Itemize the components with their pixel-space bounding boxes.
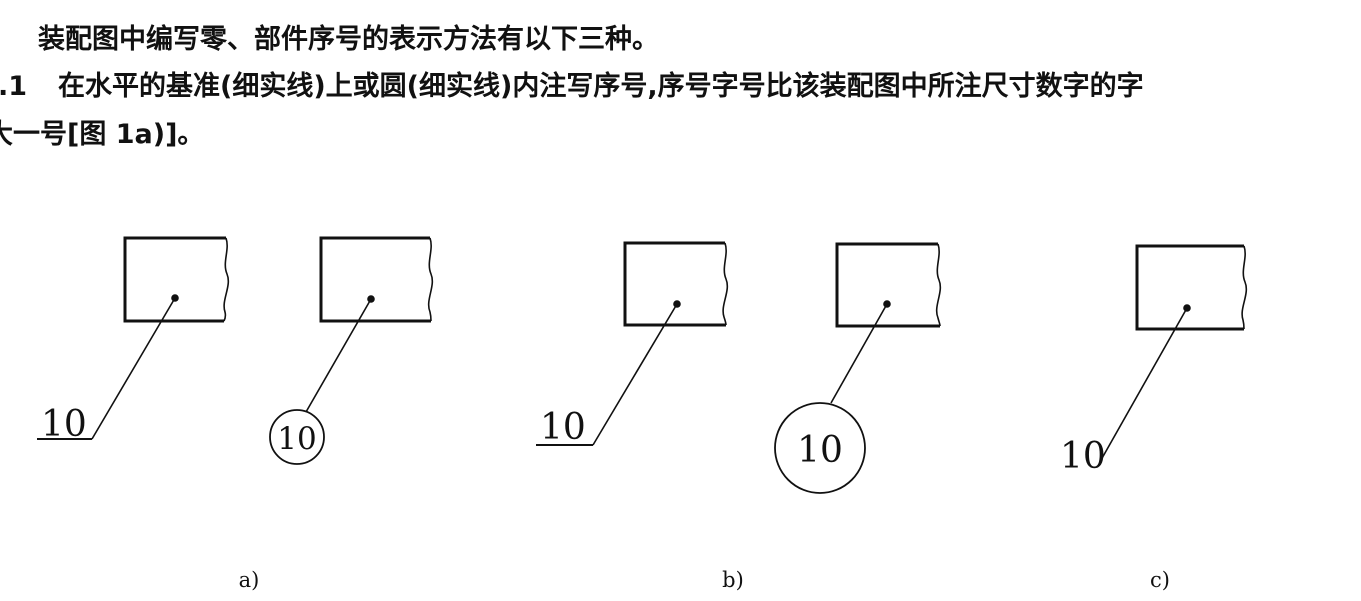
leader-line bbox=[1100, 307, 1188, 461]
item-label: 10 bbox=[540, 407, 586, 448]
item-label: 10 bbox=[1060, 436, 1106, 477]
clause-body: 在水平的基准(细实线)上或圆(细实线)内注写序号,序号字号比该装配图中所注尺寸数… bbox=[58, 71, 1144, 102]
break-line bbox=[1241, 245, 1248, 330]
label-circle bbox=[774, 402, 866, 494]
leader-line bbox=[592, 303, 678, 446]
part-outline bbox=[835, 242, 940, 328]
break-line bbox=[223, 237, 230, 322]
part-outline bbox=[1135, 244, 1244, 331]
caption-c: c) bbox=[1150, 568, 1170, 592]
example-3-underline: 10 bbox=[536, 241, 729, 448]
item-label: 10 bbox=[797, 430, 843, 471]
part-outline bbox=[319, 236, 431, 323]
example-5-plain: 10 bbox=[1060, 244, 1248, 477]
intro-text: 装配图中编写零、部件序号的表示方法有以下三种。 bbox=[38, 24, 659, 55]
caption-b: b) bbox=[722, 568, 744, 592]
leader-line bbox=[91, 297, 176, 440]
clause-continuation: 大一号[图 1a)]。 bbox=[0, 119, 205, 150]
break-line bbox=[722, 242, 729, 326]
break-line bbox=[427, 237, 434, 322]
clause-number: .1 bbox=[0, 71, 28, 102]
break-line bbox=[935, 243, 942, 327]
item-label: 10 bbox=[41, 404, 87, 445]
caption-a: a) bbox=[239, 568, 260, 592]
clause-text: .1 在水平的基准(细实线)上或圆(细实线)内注写序号,序号字号比该装配图中所注尺… bbox=[0, 73, 1144, 100]
item-label: 10 bbox=[277, 421, 316, 457]
example-4-circle: 10 bbox=[774, 242, 942, 494]
leader-line bbox=[305, 298, 372, 413]
leader-line bbox=[830, 303, 888, 404]
part-outline bbox=[623, 241, 726, 327]
part-outline bbox=[123, 236, 226, 323]
example-2-circle: 10 bbox=[269, 236, 434, 465]
example-1-underline: 10 bbox=[37, 236, 230, 445]
label-circle bbox=[269, 409, 325, 465]
